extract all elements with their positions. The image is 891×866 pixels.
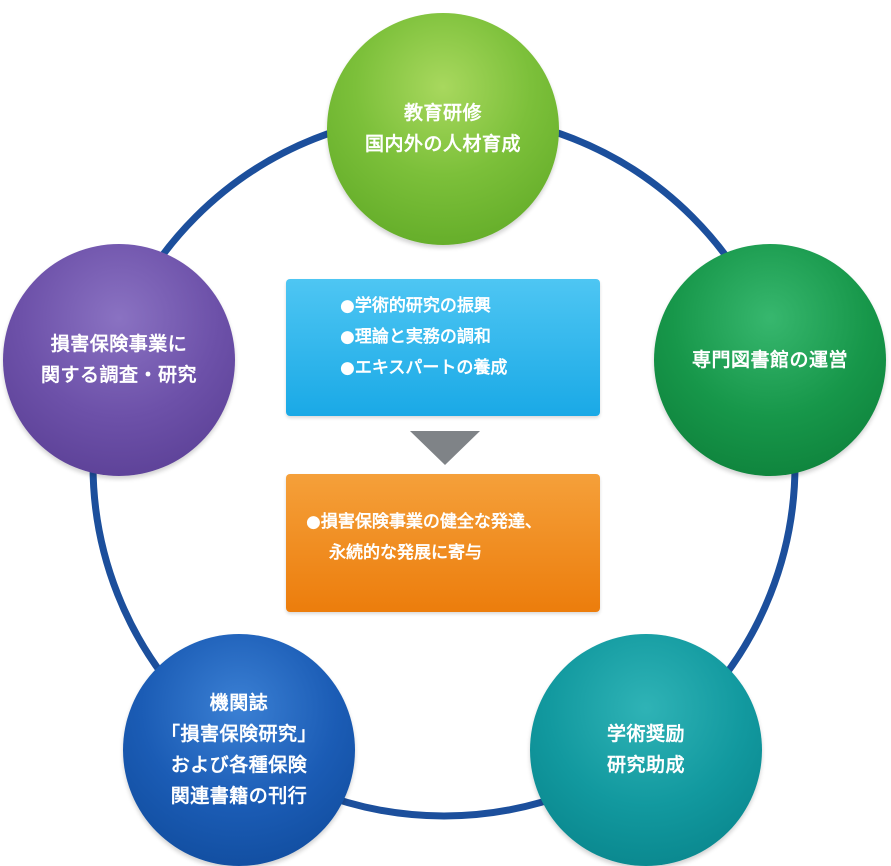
node-research-line-2: 関する調査・研究 <box>40 364 197 386</box>
node-research-line-1: 損害保険事業に <box>50 333 188 355</box>
node-journal-line-3: および各種保険 <box>170 754 308 776</box>
node-grants-line-1: 学術奨励 <box>606 723 685 745</box>
goal-item: ●学術的研究の振興 <box>340 296 491 316</box>
node-library-line-1: 専門図書館の運営 <box>691 348 848 371</box>
result-line-1: ●損害保険事業の健全な発達、 <box>306 512 542 532</box>
node-journal-line-2: 「損害保険研究」 <box>160 723 317 745</box>
result-box: ●損害保険事業の健全な発達、 永続的な発展に寄与 <box>286 474 600 612</box>
node-education-line-1: 教育研修 <box>403 102 482 124</box>
node-education-line-2: 国内外の人材育成 <box>364 133 521 155</box>
result-line-2: 永続的な発展に寄与 <box>329 543 482 563</box>
node-journal-line-1: 機関誌 <box>209 692 269 714</box>
goal-item: ●理論と実務の調和 <box>340 327 491 347</box>
node-research-grants: 学術奨励 研究助成 <box>530 634 762 866</box>
down-arrow-icon <box>410 431 480 465</box>
goals-box: ●学術的研究の振興 ●理論と実務の調和 ●エキスパートの養成 <box>286 279 600 416</box>
node-grants-line-2: 研究助成 <box>606 754 685 776</box>
node-education-training: 教育研修 国内外の人材育成 <box>327 13 559 245</box>
node-insurance-research: 損害保険事業に 関する調査・研究 <box>3 244 235 476</box>
node-journal-line-4: 関連書籍の刊行 <box>170 785 308 807</box>
goal-item: ●エキスパートの養成 <box>340 358 508 378</box>
node-library-operation: 専門図書館の運営 <box>654 244 886 476</box>
node-journal-publication: 機関誌 「損害保険研究」 および各種保険 関連書籍の刊行 <box>123 634 355 866</box>
